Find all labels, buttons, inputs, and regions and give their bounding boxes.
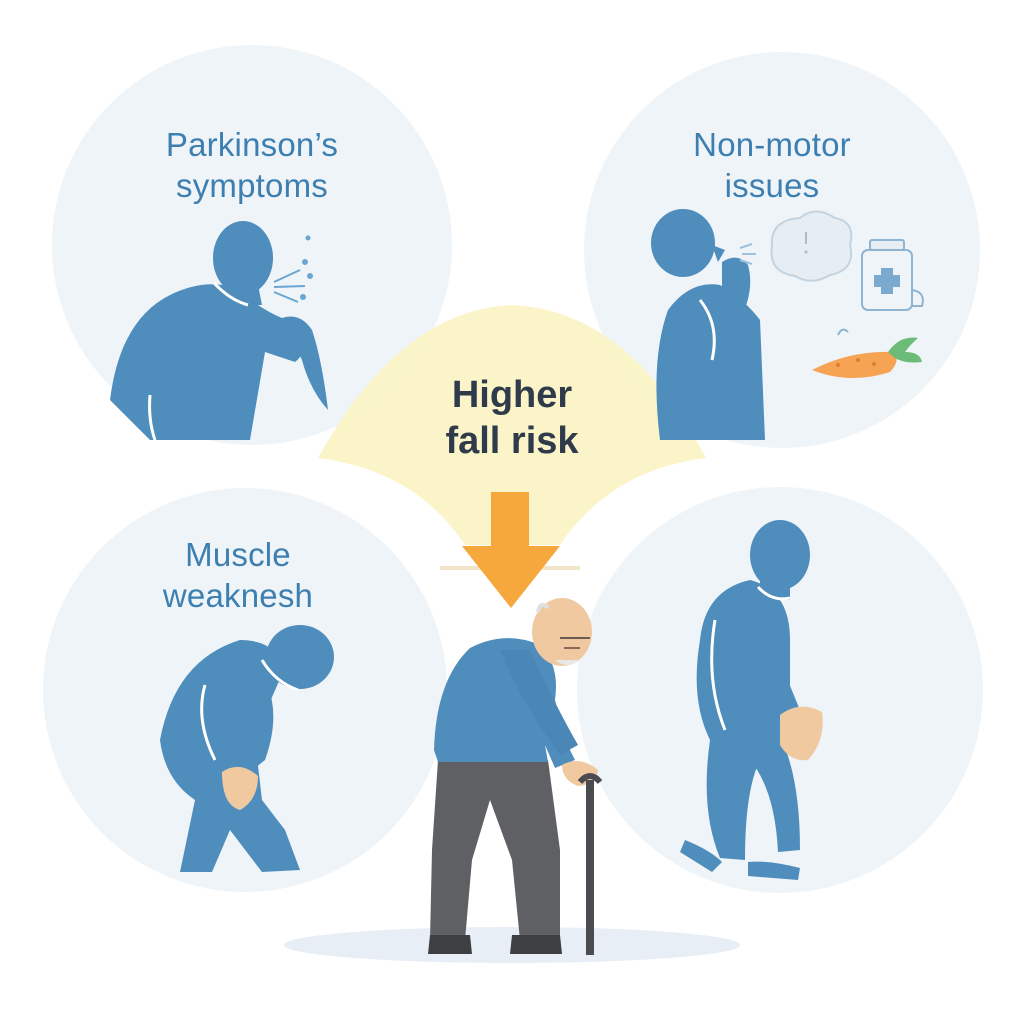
label-nonmotor-issues: Non-motor issues xyxy=(652,124,892,206)
nonmotor-figure xyxy=(651,209,765,440)
label-muscle-line1: Muscle xyxy=(185,536,291,573)
label-fall-line2: fall risk xyxy=(445,420,579,462)
down-arrow-icon xyxy=(440,492,580,608)
breath-lines-icon xyxy=(739,243,756,265)
cough-spray-icon xyxy=(273,235,313,303)
knee-hand xyxy=(780,706,823,761)
medicine-bottle-icon xyxy=(861,239,924,311)
label-parkinsons-line1: Parkinson’s xyxy=(165,126,339,163)
label-parkinsons-symptoms: Parkinson’s symptoms xyxy=(132,124,372,206)
weak-figure xyxy=(160,625,334,872)
coughing-figure xyxy=(110,221,328,441)
walking-cane-icon xyxy=(577,773,603,955)
elderly-man xyxy=(428,598,598,954)
label-muscle-line2: weaknesh xyxy=(162,577,314,614)
label-higher-fall-risk: Higher fall risk xyxy=(392,372,632,464)
highlight-glow xyxy=(318,305,706,545)
thought-cloud-icon xyxy=(770,210,853,282)
label-parkinsons-line2: symptoms xyxy=(176,167,328,204)
knee-pain-figure xyxy=(680,520,810,880)
label-fall-line1: Higher xyxy=(451,374,573,416)
weak-figure-hand xyxy=(222,766,258,810)
label-nonmotor-line1: Non-motor xyxy=(693,126,851,163)
label-nonmotor-line2: issues xyxy=(724,167,820,204)
carrot-icon xyxy=(812,328,922,379)
label-muscle-weakness: Muscle weaknesh xyxy=(118,534,358,616)
